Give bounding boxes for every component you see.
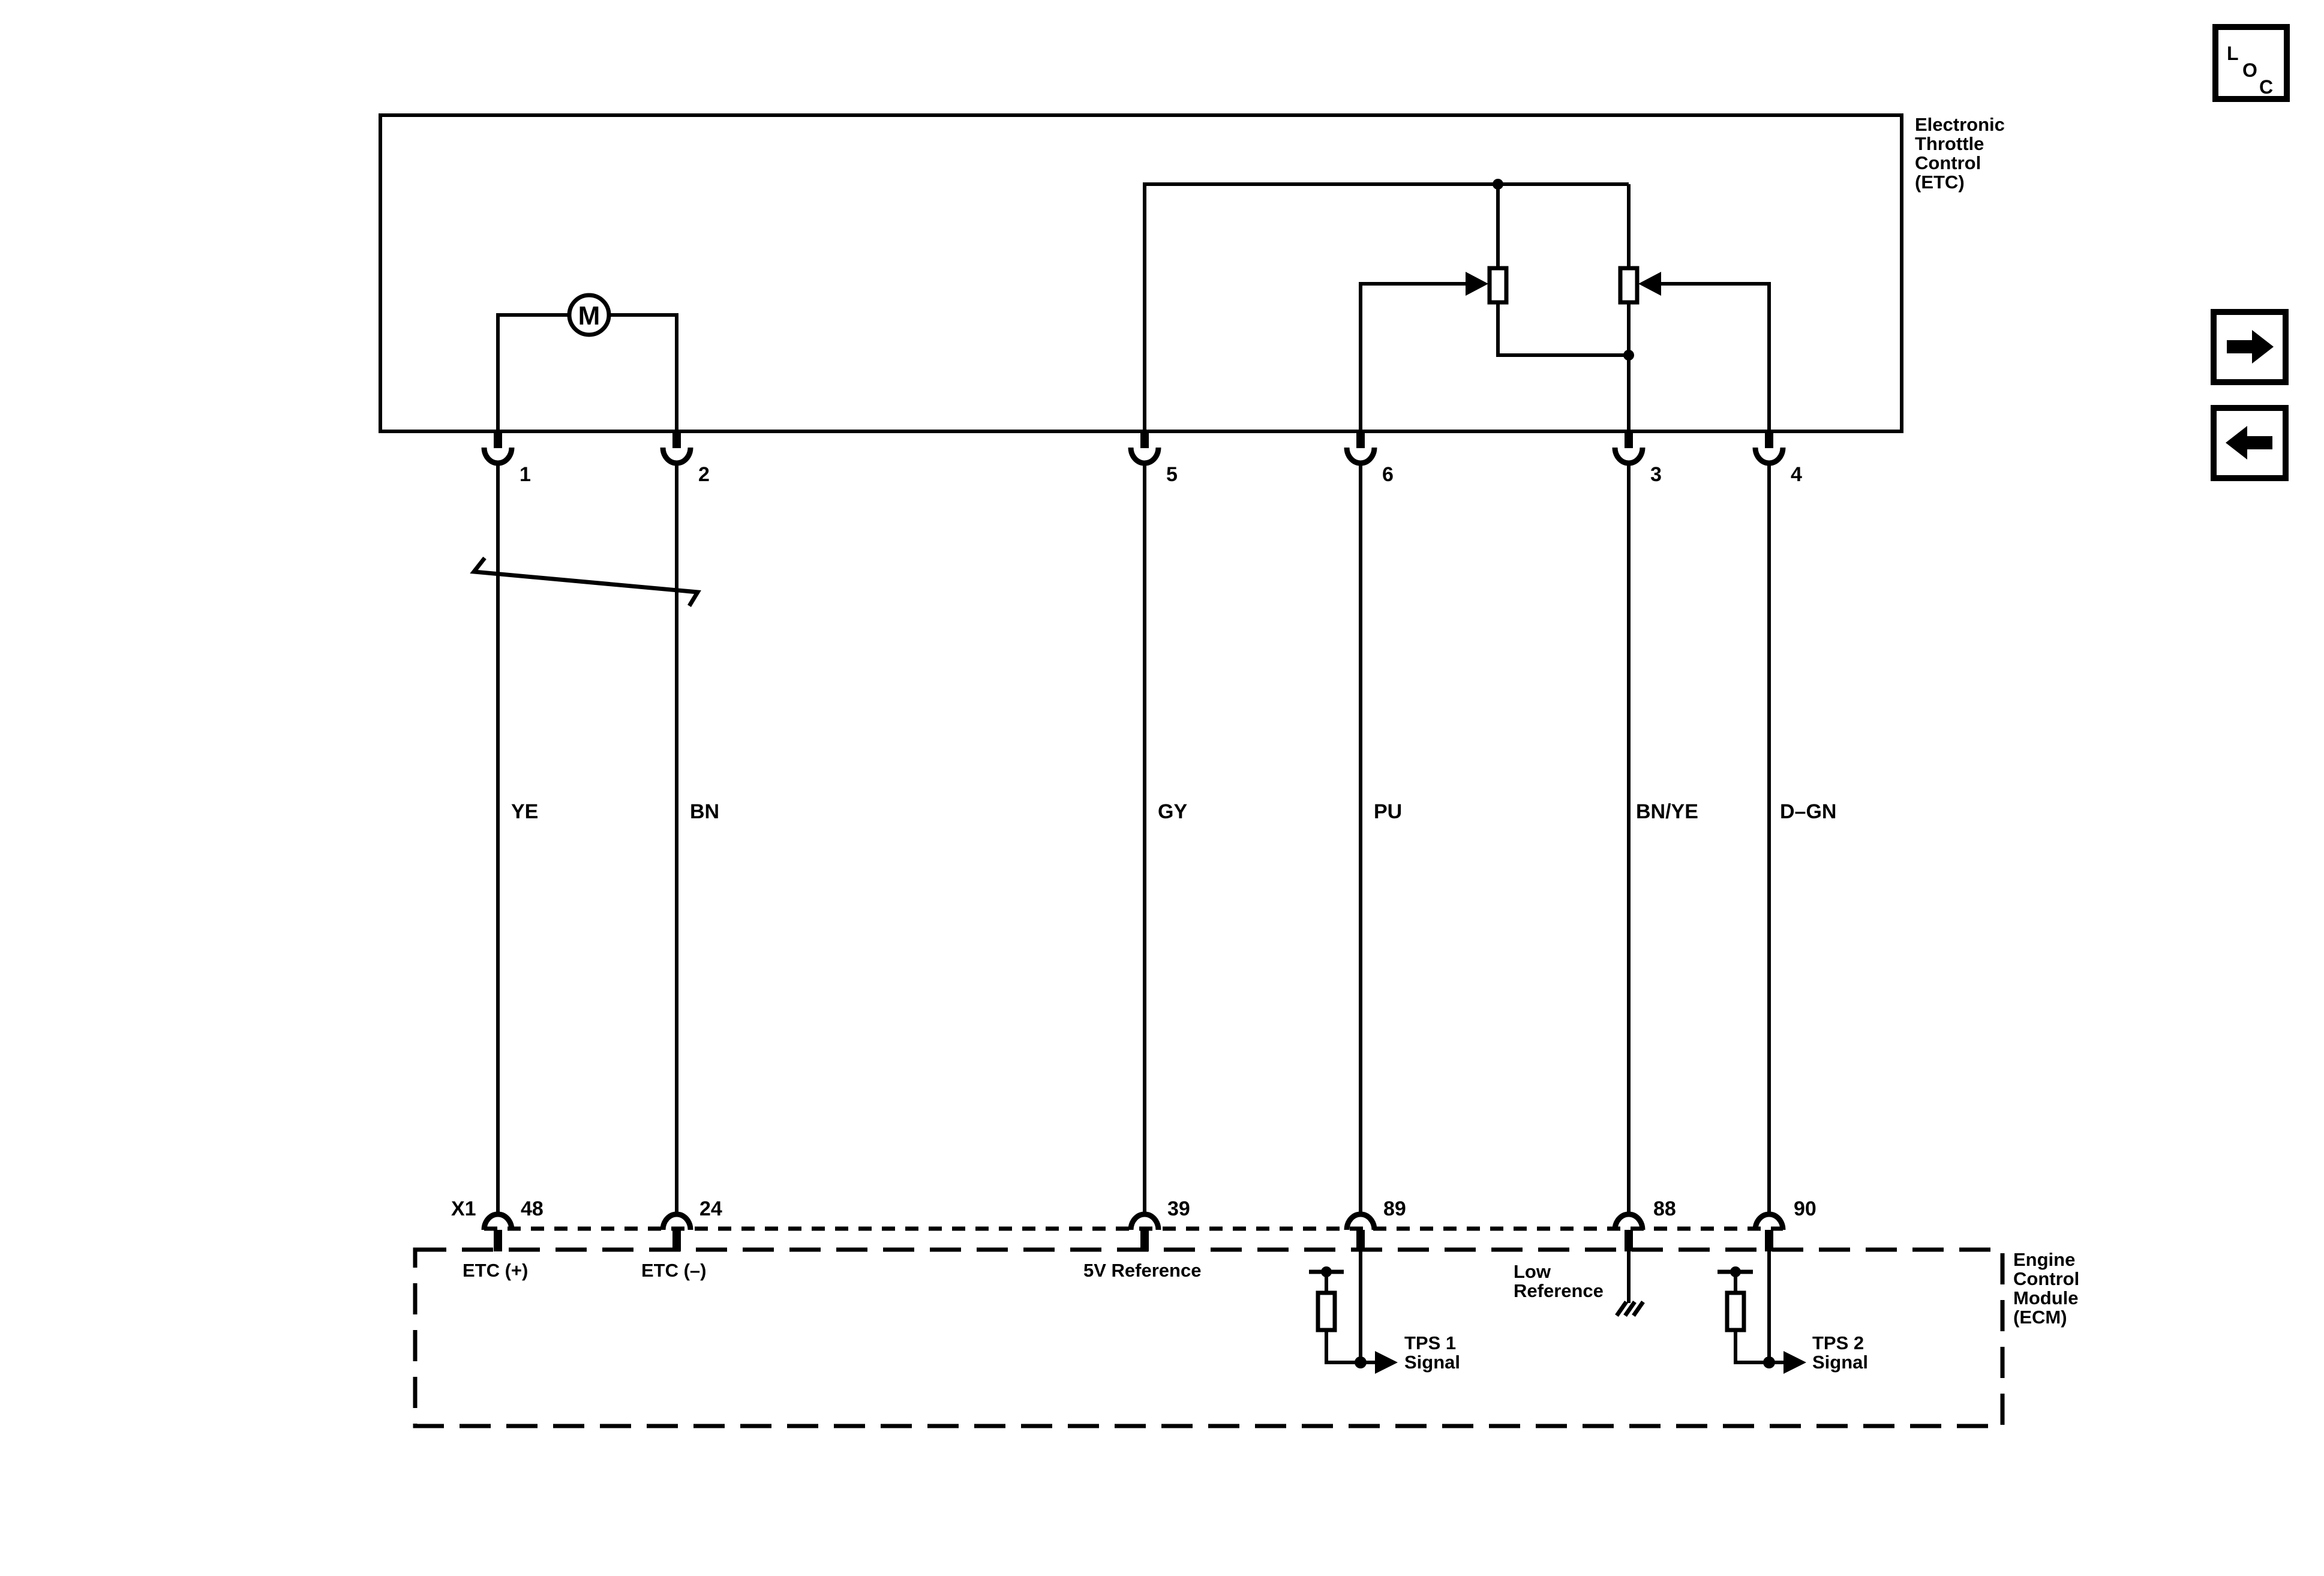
loc-letter-o: O bbox=[2242, 59, 2257, 81]
loc-badge-box[interactable] bbox=[2212, 24, 2290, 102]
etc-pin-number-6: 6 bbox=[1382, 463, 1394, 486]
label-tps2-line2: Signal bbox=[1812, 1352, 1868, 1373]
nav-back-button[interactable] bbox=[2211, 405, 2289, 481]
connector-arch-icon bbox=[1752, 1211, 1786, 1230]
resistor-lead bbox=[1734, 1330, 1769, 1364]
etc-pin-number-5: 5 bbox=[1166, 463, 1178, 486]
ecm-module-label-line1: Engine bbox=[2013, 1249, 2075, 1270]
ecm-module-label-line3: Module bbox=[2013, 1287, 2079, 1308]
etc-module-label-line3: Control bbox=[1915, 152, 1981, 173]
motor-lead-right bbox=[609, 313, 678, 431]
connector-cup-icon bbox=[1344, 447, 1377, 466]
wire-color-gy: GY bbox=[1158, 800, 1187, 823]
etc-module-label-line1: Electronic bbox=[1915, 114, 2005, 135]
connector-cup-icon bbox=[1612, 447, 1646, 466]
loc-letter-l: L bbox=[2227, 43, 2239, 64]
connector-cup-icon bbox=[1128, 447, 1161, 466]
ecm-pin-number-48: 48 bbox=[521, 1197, 544, 1220]
ecm-pin-number-24: 24 bbox=[699, 1197, 722, 1220]
etc-pin-number-3: 3 bbox=[1650, 463, 1662, 486]
ecm-connector-id: X1 bbox=[451, 1197, 476, 1220]
tps1-resistor-icon bbox=[1487, 266, 1509, 305]
harness-wires: YE BN GY PU BN/YE D–GN bbox=[470, 463, 1836, 1215]
connector-arch-icon bbox=[1128, 1211, 1161, 1230]
tps1-pullup-resistor-icon bbox=[1316, 1290, 1337, 1332]
etc-pin-number-4: 4 bbox=[1791, 463, 1802, 486]
tps1-internal-circuit: TPS 1 Signal bbox=[1309, 1251, 1460, 1374]
connector-arch-icon bbox=[1612, 1211, 1646, 1230]
signal-arrow-icon bbox=[1783, 1351, 1806, 1374]
ecm-module-label-line4: (ECM) bbox=[2013, 1307, 2067, 1328]
loc-letter-c: C bbox=[2259, 76, 2273, 98]
connector-arch-icon bbox=[481, 1211, 515, 1230]
ecm-pin-number-90: 90 bbox=[1794, 1197, 1816, 1220]
connector-cup-icon bbox=[1752, 447, 1786, 466]
left-arrow-icon bbox=[2226, 426, 2247, 460]
label-tps1-line2: Signal bbox=[1404, 1352, 1460, 1373]
tps1-wiper-line bbox=[1359, 282, 1468, 431]
label-etc-plus: ETC (+) bbox=[463, 1260, 528, 1281]
label-tps2-line1: TPS 2 bbox=[1812, 1332, 1864, 1353]
connector-arch-icon bbox=[660, 1211, 693, 1230]
etc-module: Electronic Throttle Control (ETC) M bbox=[379, 113, 2005, 433]
nav-forward-button[interactable] bbox=[2211, 309, 2289, 385]
tps1-wiper-arrow-icon bbox=[1466, 272, 1488, 296]
loc-badge[interactable]: L O C bbox=[2212, 24, 2290, 102]
etc-module-outline bbox=[379, 113, 1903, 433]
wire-color-dgn: D–GN bbox=[1780, 800, 1836, 823]
motor-icon bbox=[567, 293, 611, 337]
motor-lead-left bbox=[496, 313, 569, 431]
etc-pin-number-1: 1 bbox=[520, 463, 531, 486]
tps1-pot-bottom-lead bbox=[1496, 302, 1629, 357]
connector-arch-icon bbox=[1344, 1211, 1377, 1230]
ecm-pin-number-39: 39 bbox=[1167, 1197, 1190, 1220]
5v-feed-line bbox=[1143, 182, 1629, 431]
connector-cup-icon bbox=[481, 447, 515, 466]
signal-arrow-icon bbox=[1375, 1351, 1398, 1374]
ecm-pin-number-88: 88 bbox=[1653, 1197, 1676, 1220]
chassis-ground-icon bbox=[1615, 1301, 1645, 1317]
etc-module-label-line2: Throttle bbox=[1915, 133, 1984, 154]
wire-cross-mark-icon bbox=[470, 556, 701, 607]
motor-symbol-label: M bbox=[578, 301, 600, 331]
ecm-connector bbox=[481, 1211, 1786, 1251]
label-5v-reference: 5V Reference bbox=[1083, 1260, 1201, 1281]
tps-potentiometers bbox=[1143, 179, 1771, 431]
ecm-module-outline bbox=[413, 1247, 2005, 1428]
label-tps1-line1: TPS 1 bbox=[1404, 1332, 1456, 1353]
tps2-pullup-resistor-icon bbox=[1725, 1290, 1746, 1332]
tps2-internal-circuit: TPS 2 Signal bbox=[1718, 1251, 1868, 1374]
throttle-motor: M bbox=[496, 293, 678, 431]
tps2-wiper-line bbox=[1659, 282, 1771, 431]
etc-module-label-line4: (ETC) bbox=[1915, 172, 1965, 193]
ecm-pin-number-89: 89 bbox=[1383, 1197, 1406, 1220]
wire-color-ye: YE bbox=[511, 800, 538, 823]
tps2-wiper-arrow-icon bbox=[1638, 272, 1661, 296]
wire-color-bnye: BN/YE bbox=[1636, 800, 1698, 823]
low-reference-ground bbox=[1615, 1251, 1645, 1317]
wire-color-bn: BN bbox=[690, 800, 719, 823]
etc-pin-number-2: 2 bbox=[698, 463, 710, 486]
tps2-resistor-icon bbox=[1618, 266, 1640, 305]
connector-cup-icon bbox=[660, 447, 693, 466]
ecm-module-label-line2: Control bbox=[2013, 1268, 2079, 1289]
label-low-reference-line1: Low bbox=[1514, 1261, 1551, 1282]
label-low-reference-line2: Reference bbox=[1514, 1280, 1604, 1301]
right-arrow-icon bbox=[2252, 330, 2274, 364]
label-etc-minus: ETC (–) bbox=[641, 1260, 707, 1281]
wire-color-pu: PU bbox=[1374, 800, 1402, 823]
resistor-lead bbox=[1325, 1330, 1361, 1364]
ecm-module: X1 48 24 39 89 88 90 Engine Control Modu… bbox=[413, 1197, 2079, 1428]
